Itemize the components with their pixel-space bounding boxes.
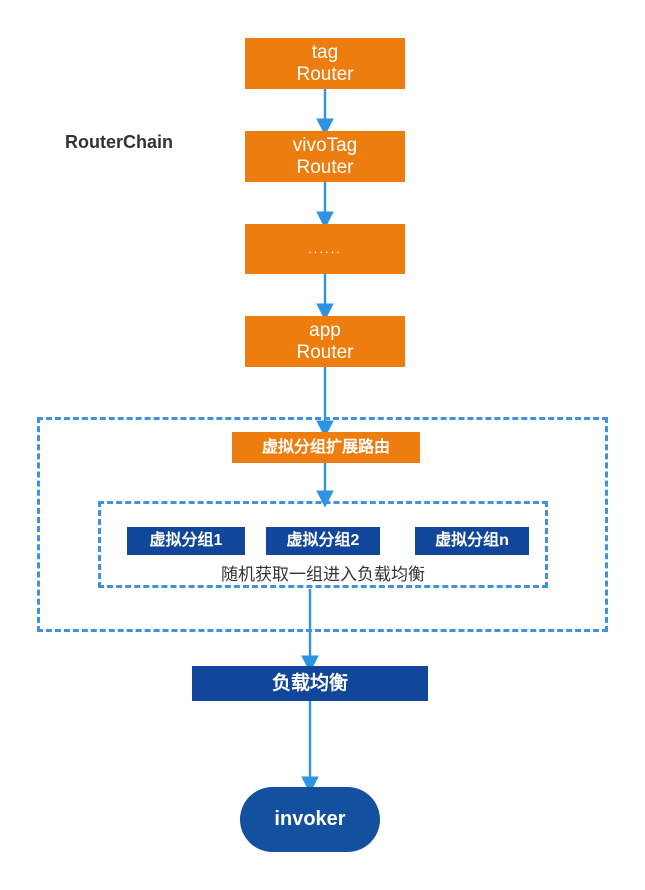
virtual-group-inner-dashed-container [98, 501, 548, 588]
node-virtual-group-n[interactable]: 虚拟分组n [415, 527, 529, 555]
node-virtual-group-1[interactable]: 虚拟分组1 [127, 527, 245, 555]
virtual-group-outer-dashed-container [37, 417, 608, 632]
node-virtual-group-ext-route[interactable]: 虚拟分组扩展路由 [232, 432, 420, 463]
random-pick-label: 随机获取一组进入负载均衡 [221, 565, 425, 584]
node-tag-router[interactable]: tag Router [245, 38, 405, 89]
node-vivotag-router[interactable]: vivoTag Router [245, 131, 405, 182]
node-load-balance[interactable]: 负载均衡 [192, 666, 428, 701]
node-virtual-group-2[interactable]: 虚拟分组2 [266, 527, 380, 555]
node-invoker[interactable]: invoker [240, 787, 380, 852]
node-ellipsis[interactable]: ...... [245, 224, 405, 274]
router-chain-label: RouterChain [65, 132, 173, 152]
node-app-router[interactable]: app Router [245, 316, 405, 367]
